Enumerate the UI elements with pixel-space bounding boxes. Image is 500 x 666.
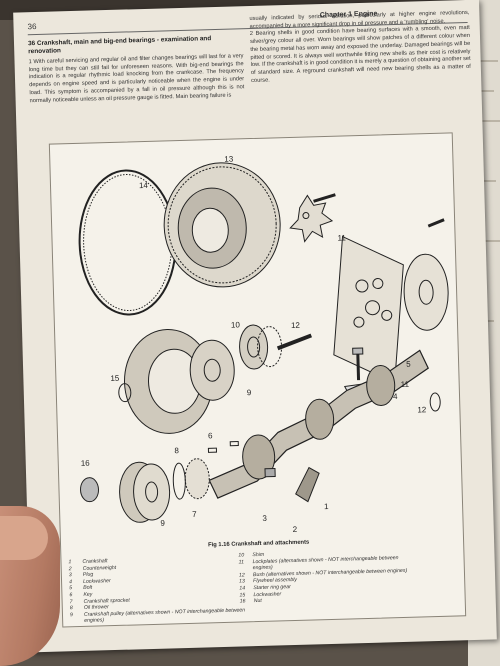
callout-labels: 14 13 11 11 10 12 15 5 4 9 6 8 16 1 2 3 … bbox=[81, 155, 427, 534]
callout-15: 15 bbox=[110, 374, 120, 383]
crank-sprocket bbox=[184, 458, 210, 500]
callout-1: 1 bbox=[324, 502, 329, 511]
paragraph: 2 Bearing shells in good condition have … bbox=[249, 25, 471, 84]
callout-11b: 11 bbox=[401, 380, 410, 389]
callout-2: 2 bbox=[293, 525, 298, 534]
lockplate-star bbox=[289, 194, 334, 243]
section-heading: 36 Crankshaft, main and big-end bearings… bbox=[27, 35, 212, 56]
text-column-right: usually indicated by serious vibration, … bbox=[249, 10, 471, 85]
paragraph: 1 With careful servicing and regular oil… bbox=[28, 53, 245, 104]
callout-7: 7 bbox=[192, 510, 197, 519]
legend-number: 11 bbox=[238, 558, 245, 566]
legend-text: Nut bbox=[253, 598, 262, 605]
bush bbox=[239, 324, 269, 370]
starter-ring-gear bbox=[78, 169, 177, 316]
callout-9a: 9 bbox=[247, 388, 252, 397]
callout-3: 3 bbox=[262, 514, 267, 523]
callout-9b: 9 bbox=[160, 519, 165, 528]
callout-10: 10 bbox=[231, 320, 241, 329]
text-column-left: 1 With careful servicing and regular oil… bbox=[28, 53, 244, 105]
callout-8: 8 bbox=[174, 446, 179, 455]
page-number: 36 bbox=[27, 21, 37, 32]
book-page: 36 Chapter 1 Engine 36 Crankshaft, main … bbox=[13, 0, 497, 653]
lockplate-square bbox=[333, 235, 404, 384]
exploded-diagram: 14 13 11 11 10 12 15 5 4 9 6 8 16 1 2 3 … bbox=[48, 132, 467, 628]
callout-5: 5 bbox=[406, 360, 411, 369]
legend-number: 16 bbox=[239, 598, 246, 605]
callout-12: 12 bbox=[291, 321, 301, 330]
crankshaft-illustration: 14 13 11 11 10 12 15 5 4 9 6 8 16 1 2 3 … bbox=[78, 155, 449, 534]
callout-16: 16 bbox=[81, 459, 91, 468]
callout-13: 13 bbox=[224, 155, 234, 164]
callout-6: 6 bbox=[208, 431, 213, 440]
callout-14: 14 bbox=[139, 181, 149, 190]
nut bbox=[80, 477, 100, 503]
callout-11a: 11 bbox=[337, 233, 346, 242]
thumb bbox=[0, 516, 48, 560]
legend-number: 9 bbox=[69, 611, 73, 619]
lockwasher bbox=[118, 383, 132, 403]
lockplate-round bbox=[403, 253, 449, 331]
callout-4: 4 bbox=[393, 392, 398, 401]
oil-thrower bbox=[172, 462, 186, 500]
callout-12b: 12 bbox=[417, 405, 427, 414]
